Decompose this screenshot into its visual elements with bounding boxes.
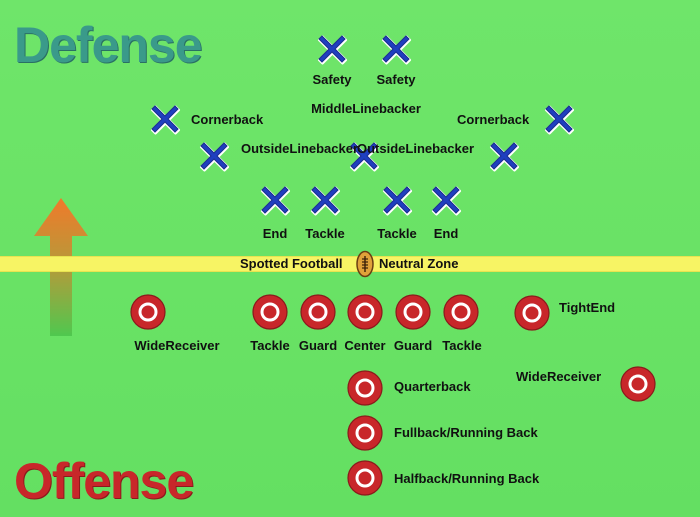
o-marker-center — [345, 292, 385, 332]
x-marker-tackle-left — [306, 181, 344, 219]
label-center: Center — [344, 338, 386, 353]
x-marker-outside-linebacker-right — [485, 137, 523, 175]
x-marker-safety-right — [377, 30, 415, 68]
x-marker-cornerback-left — [146, 100, 184, 138]
label-halfback: Halfback/Running Back — [394, 471, 540, 486]
neutral-zone — [0, 256, 700, 272]
label-cornerback-left: Cornerback — [191, 112, 264, 127]
o-marker-tackle-left — [250, 292, 290, 332]
defense-title: Defense — [14, 17, 203, 73]
x-marker-safety-left — [313, 30, 351, 68]
x-marker-end-right — [427, 181, 465, 219]
o-marker-halfback — [345, 458, 385, 498]
spotted-football-label: Spotted Football — [240, 256, 343, 271]
o-marker-tight-end — [512, 293, 552, 333]
label-tackle-left-off: Tackle — [250, 338, 290, 353]
label-quarterback: Quarterback — [394, 379, 471, 394]
label-cornerback-right: Cornerback — [457, 112, 530, 127]
label-outside-linebacker-left: OutsideLinebacker — [241, 141, 359, 156]
o-marker-quarterback — [345, 368, 385, 408]
o-marker-wide-receiver-left — [128, 292, 168, 332]
label-wide-receiver-right: WideReceiver — [516, 369, 602, 384]
label-tackle-right-off: Tackle — [442, 338, 482, 353]
label-fullback: Fullback/Running Back — [394, 425, 538, 440]
o-marker-guard-right — [393, 292, 433, 332]
o-marker-guard-left — [298, 292, 338, 332]
label-safety-right: Safety — [376, 72, 416, 87]
x-marker-outside-linebacker-left — [195, 137, 233, 175]
label-wide-receiver-left: WideReceiver — [134, 338, 220, 353]
label-guard-right: Guard — [393, 338, 433, 353]
x-marker-cornerback-right — [540, 100, 578, 138]
football-icon — [355, 250, 375, 278]
label-tackle-left: Tackle — [305, 226, 345, 241]
label-guard-left: Guard — [298, 338, 338, 353]
o-marker-tackle-right — [441, 292, 481, 332]
neutral-zone-label: Neutral Zone — [379, 256, 459, 271]
label-middle-linebacker: MiddleLinebacker — [311, 101, 421, 116]
offense-title: Offense — [14, 453, 194, 509]
label-end-right: End — [433, 226, 459, 241]
label-tackle-right: Tackle — [377, 226, 417, 241]
label-tight-end: TightEnd — [559, 300, 616, 315]
x-marker-tackle-right — [378, 181, 416, 219]
label-end-left: End — [262, 226, 288, 241]
x-marker-end-left — [256, 181, 294, 219]
label-safety-left: Safety — [312, 72, 352, 87]
o-marker-fullback — [345, 413, 385, 453]
label-outside-linebacker-right: OutsideLinebacker — [357, 141, 475, 156]
o-marker-wide-receiver-right — [618, 364, 658, 404]
